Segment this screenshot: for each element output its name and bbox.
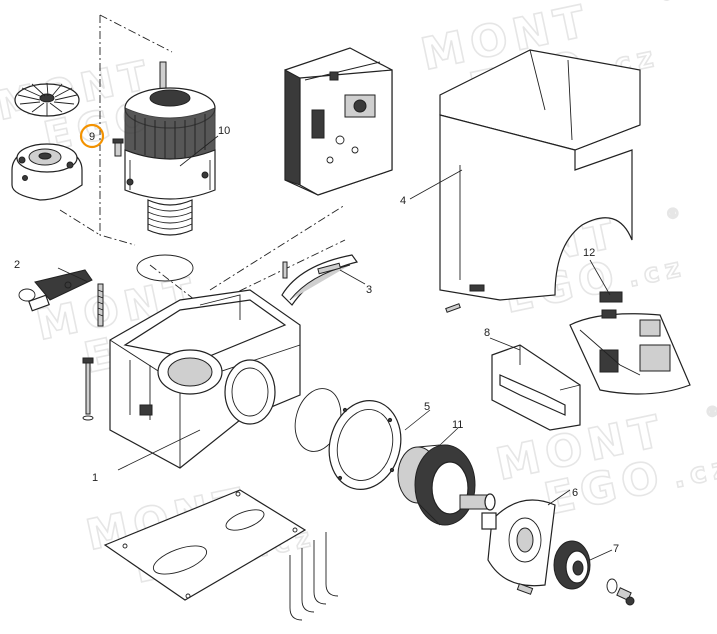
svg-text:®: ® [704, 402, 717, 422]
callout-labels: 9 10 2 3 4 12 8 5 11 1 6 7 [14, 125, 619, 555]
part-6-cover-plate [481, 499, 556, 595]
callout-10: 10 [218, 125, 230, 137]
screw-icon [112, 138, 124, 157]
part-7-small-gear [553, 540, 635, 606]
callout-11: 11 [452, 419, 463, 431]
endcap-icon [11, 143, 83, 201]
part-11-drive-gear [397, 444, 496, 526]
part-9-fan-and-endcap [11, 82, 124, 201]
anchor-bolts [289, 532, 339, 621]
leader-lines [57, 135, 613, 561]
callout-8: 8 [484, 327, 490, 339]
part-12-limit-switches [569, 291, 691, 395]
cover-screw-icon [445, 303, 461, 313]
part-10-motor [124, 61, 216, 236]
callout-12: 12 [583, 247, 595, 259]
part-3-gear-cap [281, 254, 359, 306]
o-ring [136, 254, 194, 282]
long-bolt-icon [82, 357, 94, 421]
fan-icon [14, 82, 80, 117]
callout-7: 7 [613, 543, 619, 555]
svg-text:®: ® [658, 0, 681, 5]
callout-1: 1 [92, 472, 98, 484]
svg-text:.cz: .cz [670, 449, 717, 494]
part-5-gasket [328, 399, 402, 491]
callout-5: 5 [424, 401, 430, 413]
part-8-bracket [491, 344, 581, 431]
threaded-rod-icon [97, 283, 104, 327]
part-1-main-housing [109, 289, 301, 469]
callout-4: 4 [400, 195, 406, 207]
control-board [284, 47, 393, 196]
part-4-cover [439, 49, 641, 301]
callout-9: 9 [89, 131, 95, 143]
highlight-circle [79, 123, 105, 149]
base-plate [103, 489, 307, 601]
svg-text:.cz: .cz [625, 252, 688, 293]
svg-text:®: ® [664, 204, 687, 224]
callout-2: 2 [14, 259, 20, 271]
callout-3: 3 [366, 284, 372, 296]
callout-6: 6 [572, 487, 578, 499]
